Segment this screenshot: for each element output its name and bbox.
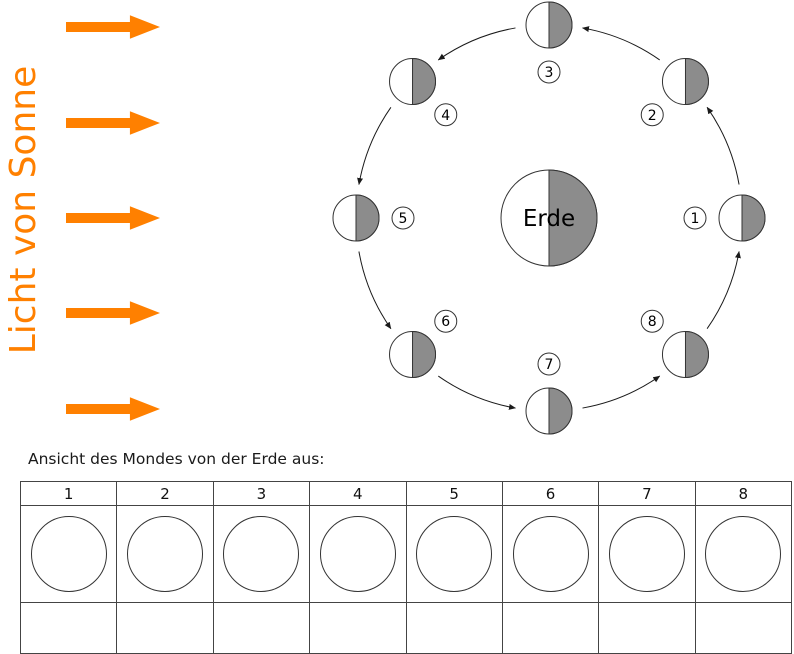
moon-3-shadow — [548, 1, 573, 49]
phase-answer-row — [19, 602, 793, 654]
position-badge-number: 6 — [441, 314, 450, 330]
moon-8-shadow — [684, 330, 709, 378]
phase-sketch-circle — [223, 516, 300, 592]
phase-circle-row — [19, 505, 793, 603]
earth-shadow — [548, 169, 598, 267]
phase-sketch-circle — [319, 516, 396, 592]
phase-sketch-circle — [127, 516, 204, 592]
phase-sketch-cell — [405, 505, 503, 603]
phase-answer-cell — [501, 602, 600, 654]
phase-column-header: 2 — [116, 481, 214, 506]
orbit-direction-arrow — [582, 26, 660, 61]
phase-column-header: 5 — [405, 481, 503, 506]
phase-answer-cell — [405, 602, 503, 654]
phase-sketch-cell — [19, 505, 118, 603]
position-badge — [537, 60, 561, 84]
position-badge-number: 4 — [441, 108, 450, 124]
phase-sketch-circle — [416, 516, 493, 592]
position-badge — [434, 309, 458, 333]
position-badge — [537, 352, 561, 376]
phase-column-header: 3 — [212, 481, 311, 506]
phase-sketch-circle — [608, 516, 685, 592]
earth-label: Erde — [523, 206, 575, 232]
orbit-direction-arrow — [582, 375, 661, 409]
phase-answer-cell — [598, 602, 696, 654]
orbit-direction-arrow — [357, 107, 392, 185]
position-badge-number: 8 — [648, 314, 657, 330]
orbit-direction-arrow — [706, 106, 740, 185]
phase-answer-cell — [212, 602, 311, 654]
moon-4-shadow — [412, 58, 436, 106]
moon-orbit-diagram: Erde 1 2 3 4 5 6 7 8 — [332, 1, 766, 435]
position-badge — [434, 103, 458, 127]
moon-7-shadow — [548, 387, 573, 435]
phase-sketch-cell — [694, 505, 793, 603]
phase-sketch-cell — [309, 505, 407, 603]
moon-1-shadow — [741, 194, 766, 242]
phase-column-header: 8 — [694, 481, 793, 506]
phase-column-header: 4 — [309, 481, 407, 506]
position-badge-number: 7 — [545, 357, 554, 373]
table-caption: Ansicht des Mondes von der Erde aus: — [28, 450, 325, 468]
phase-sketch-cell — [116, 505, 214, 603]
orbit-direction-arrow — [358, 251, 392, 330]
position-badge-number: 3 — [545, 65, 554, 81]
phase-answer-cell — [309, 602, 407, 654]
position-badge — [640, 309, 664, 333]
position-badge-number: 2 — [648, 108, 657, 124]
position-badge — [391, 206, 415, 230]
phase-sketch-circle — [705, 516, 782, 592]
phase-answer-cell — [19, 602, 118, 654]
position-badge-number: 1 — [691, 211, 700, 227]
phase-answer-cell — [694, 602, 793, 654]
phase-sketch-cell — [598, 505, 696, 603]
position-badge-number: 5 — [399, 211, 408, 227]
moon-2-shadow — [684, 58, 709, 106]
position-badge — [683, 206, 707, 230]
phase-sketch-circle — [30, 516, 107, 592]
phase-sketch-circle — [512, 516, 589, 592]
phase-answer-cell — [116, 602, 214, 654]
position-badge — [640, 103, 664, 127]
phase-sketch-cell — [501, 505, 600, 603]
phase-column-header: 1 — [19, 481, 118, 506]
moon-5-shadow — [355, 194, 380, 242]
moon-6-shadow — [412, 330, 436, 378]
orbit-direction-arrow — [706, 251, 741, 329]
orbit-direction-arrow — [437, 27, 516, 61]
phase-column-header: 6 — [501, 481, 600, 506]
phase-column-header: 7 — [598, 481, 696, 506]
orbit-direction-arrow — [438, 375, 516, 410]
phase-sketch-cell — [212, 505, 311, 603]
